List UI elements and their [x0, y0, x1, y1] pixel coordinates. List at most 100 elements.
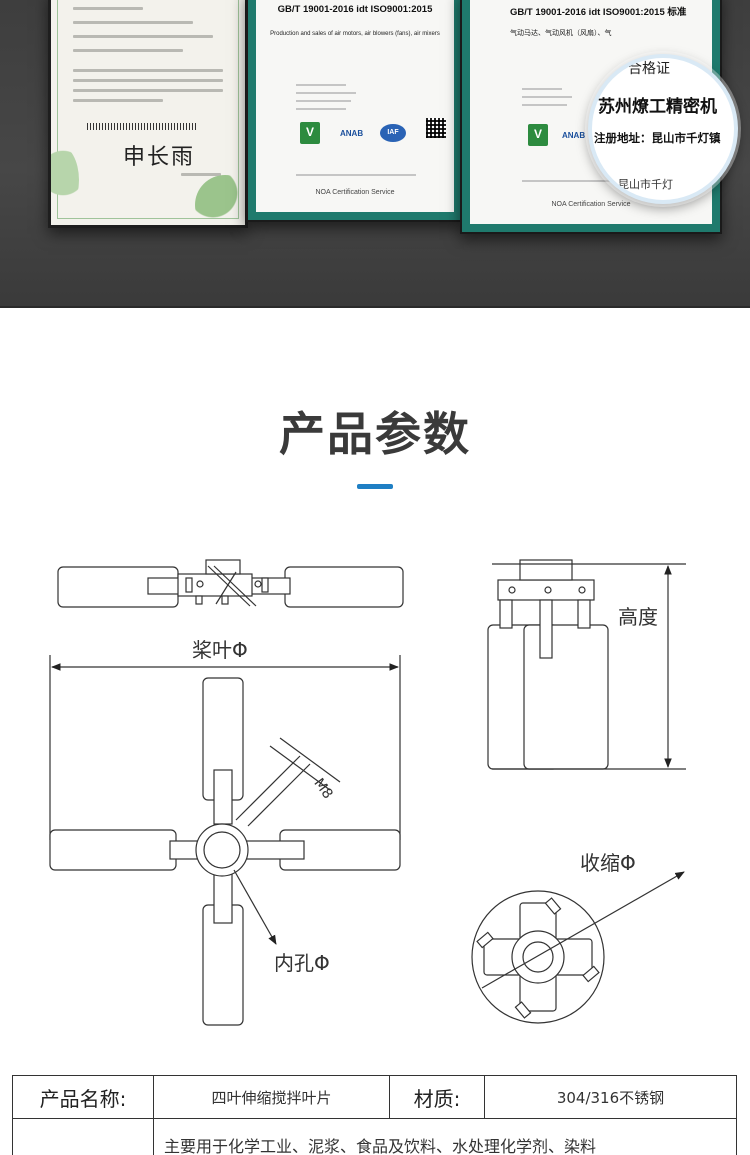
diagonal-arm [215, 571, 237, 605]
table-row: 主要用于化学工业、泥浆、食品及饮料、水处理化学剂、染料 [12, 1118, 737, 1155]
usage-description: 主要用于化学工业、泥浆、食品及饮料、水处理化学剂、染料 [153, 1118, 737, 1155]
anab-logo-icon: ANAB [562, 131, 586, 140]
text-line [522, 96, 572, 98]
certificate-scope: 气动马达、气动风机（风扇）、气 [510, 30, 612, 37]
bolt-hole [196, 580, 204, 588]
retracted-view [471, 871, 685, 1024]
material-value: 304/316不锈钢 [484, 1075, 737, 1119]
patent-certificate: 申长雨 [48, 0, 248, 228]
leaf-decoration [195, 175, 245, 225]
certificate-standard: GB/T 19001-2016 idt ISO9001:2015 [277, 4, 433, 15]
technical-drawing: 高度 桨叶Φ M8 内孔Φ 收缩Φ [49, 559, 686, 1026]
bolt-hole [544, 586, 552, 594]
extension-line [269, 745, 331, 791]
text-line [296, 84, 346, 86]
dimension-arrow [481, 871, 685, 989]
arm-side [539, 599, 553, 659]
anab-logo-icon: ANAB [340, 129, 364, 138]
extension-line [279, 737, 341, 783]
label-blade-diameter: 桨叶Φ [192, 638, 248, 662]
banner-edge [0, 306, 750, 308]
product-name-value: 四叶伸缩搅拌叶片 [153, 1075, 390, 1119]
text-line [73, 7, 143, 10]
retracted-tab [582, 965, 600, 983]
qr-code-icon [426, 118, 446, 138]
text-line [73, 79, 223, 82]
certificate-standard: GB/T 19001-2016 idt ISO9001:2015 标准 [510, 7, 687, 18]
text-line [522, 180, 672, 182]
title-underline [357, 484, 393, 489]
iso-certificate-english: GB/T 19001-2016 idt ISO9001:2015 Product… [246, 0, 464, 222]
diagonal-arm [235, 755, 301, 821]
label-bolt: M8 [310, 776, 335, 802]
spec-table: 产品名称: 四叶伸缩搅拌叶片 材质: 304/316不锈钢 主要用于化学工业、泥… [12, 1075, 737, 1155]
magnified-company-name: 苏州燎工精密机 [598, 97, 717, 117]
bolt-hole [578, 586, 586, 594]
hub-top [205, 559, 241, 575]
cnas-logo-icon [528, 124, 548, 146]
diagonal-arm [207, 565, 251, 607]
certificate-footer: NOA Certification Service [315, 189, 395, 196]
arm-top [213, 769, 233, 825]
text-line [73, 35, 213, 38]
text-line [73, 21, 193, 24]
text-line [522, 88, 562, 90]
magnified-address: 注册地址：昆山市千灯镇 [594, 131, 721, 145]
arm-bottom [213, 872, 233, 924]
text-line [73, 89, 223, 92]
diagonal-arm [247, 763, 311, 827]
magnifier-lens: 合格证 苏州燎工精密机 注册地址：昆山市千灯镇 昆山市千灯 [588, 54, 738, 204]
arm-tab [195, 595, 203, 605]
text-line [296, 92, 356, 94]
label-retracted: 收缩Φ [580, 851, 636, 875]
retracted-tab [544, 897, 562, 915]
arm-tab [221, 595, 229, 605]
certificate-scope: Production and sales of air motors, air … [270, 31, 440, 37]
magnified-bottom-text: 昆山市千灯 [618, 178, 673, 191]
top-view [57, 559, 404, 608]
product-name-label: 产品名称: [12, 1075, 154, 1119]
diagonal-arm [213, 565, 257, 607]
arm-tab [185, 577, 193, 593]
table-row: 产品名称: 四叶伸缩搅拌叶片 材质: 304/316不锈钢 [12, 1075, 737, 1119]
hub-top-side [519, 559, 573, 581]
arm-tab [261, 577, 269, 593]
text-line [73, 99, 163, 102]
cnas-logo-icon [300, 122, 320, 144]
text-line [296, 100, 351, 102]
certificate-banner: 申长雨 GB/T 19001-2016 idt ISO9001:2015 Pro… [0, 0, 750, 308]
certificate-paper: GB/T 19001-2016 idt ISO9001:2015 Product… [256, 0, 454, 212]
barcode [87, 123, 197, 130]
certificate-border [57, 0, 239, 219]
text-line [181, 173, 221, 176]
arm-side [577, 599, 591, 629]
side-view [487, 559, 686, 770]
text-line [296, 174, 416, 176]
text-line [522, 104, 567, 106]
arm-side [499, 599, 513, 629]
bolt-hole [254, 580, 262, 588]
blade-right [284, 566, 404, 608]
bolt-hole [508, 586, 516, 594]
text-line [73, 69, 223, 72]
certificate-footer: NOA Certification Service [551, 201, 631, 208]
retracted-tab [514, 1001, 532, 1019]
label-height: 高度 [618, 605, 658, 629]
hub-inner-hole [203, 831, 241, 869]
arm-right [247, 577, 291, 595]
label-inner-hole: 内孔Φ [274, 951, 330, 975]
section-title: 产品参数 [279, 407, 471, 461]
leader-line [233, 869, 277, 945]
usage-label-cell [12, 1118, 154, 1155]
plan-view [49, 655, 401, 1026]
retracted-tab [476, 931, 494, 949]
text-line [73, 49, 183, 52]
magnified-top-text: 合格证 [628, 61, 670, 77]
retracted-hole [522, 941, 554, 973]
iaf-logo-icon: IAF [380, 124, 406, 142]
blade-left [49, 829, 177, 871]
signature: 申长雨 [123, 145, 196, 170]
blade-side-right [523, 624, 609, 770]
material-label: 材质: [389, 1075, 485, 1119]
text-line [296, 108, 346, 110]
